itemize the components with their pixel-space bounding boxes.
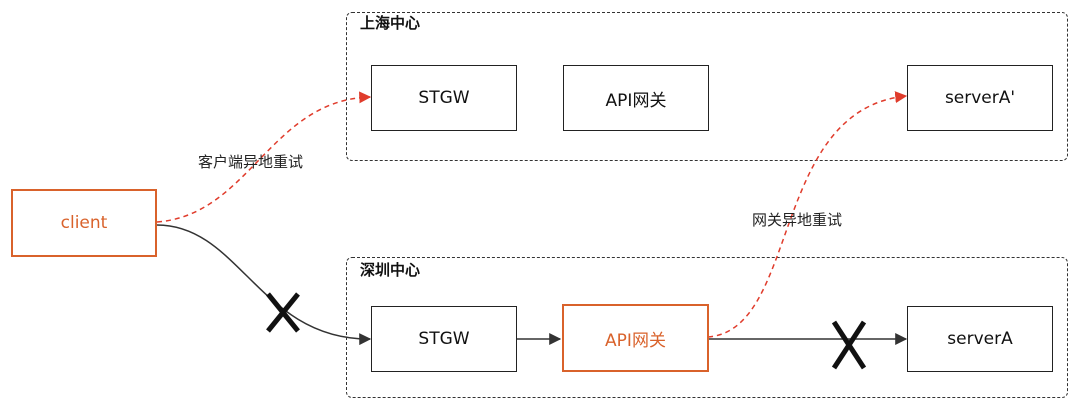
shenzhen-server-node: serverA <box>907 306 1053 372</box>
shenzhen-region-title: 深圳中心 <box>360 261 421 279</box>
shenzhen-api-gateway-node: API网关 <box>562 304 709 372</box>
shenzhen-region <box>346 257 1068 398</box>
shanghai-region-title: 上海中心 <box>360 14 421 32</box>
shanghai-region <box>346 12 1068 161</box>
gateway-retry-label: 网关异地重试 <box>752 211 843 229</box>
client-to-sz-stgw-edge <box>156 224 372 346</box>
shenzhen-stgw-node: STGW <box>371 306 517 372</box>
shanghai-api-gateway-node: API网关 <box>563 65 709 131</box>
gateway-retry-edge <box>707 91 908 338</box>
client-failure-x-icon <box>266 292 300 333</box>
client-node: client <box>11 189 157 257</box>
server-failure-x-icon <box>831 320 867 370</box>
shanghai-stgw-node: STGW <box>371 65 517 131</box>
shanghai-server-node: serverA' <box>907 65 1053 131</box>
client-retry-edge <box>156 91 372 223</box>
client-retry-label: 客户端异地重试 <box>198 153 304 171</box>
